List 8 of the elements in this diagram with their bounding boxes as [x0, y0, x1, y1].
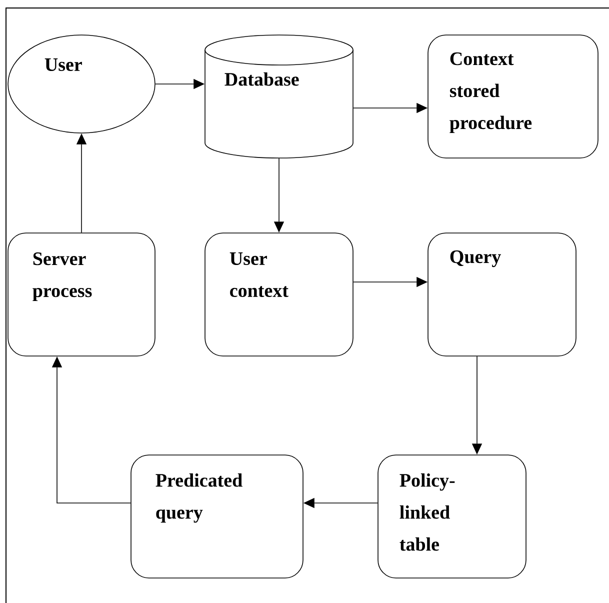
process-box: Policy- linked table [378, 454, 526, 578]
process-box: Predicated query [130, 454, 304, 578]
node-label: Database [224, 72, 299, 86]
process-box: Server process [8, 232, 156, 356]
process-box: Context stored procedure [428, 34, 598, 158]
process-box: Query [428, 232, 576, 356]
database-cylinder: Database [204, 34, 354, 158]
process-box: User context [204, 232, 354, 356]
